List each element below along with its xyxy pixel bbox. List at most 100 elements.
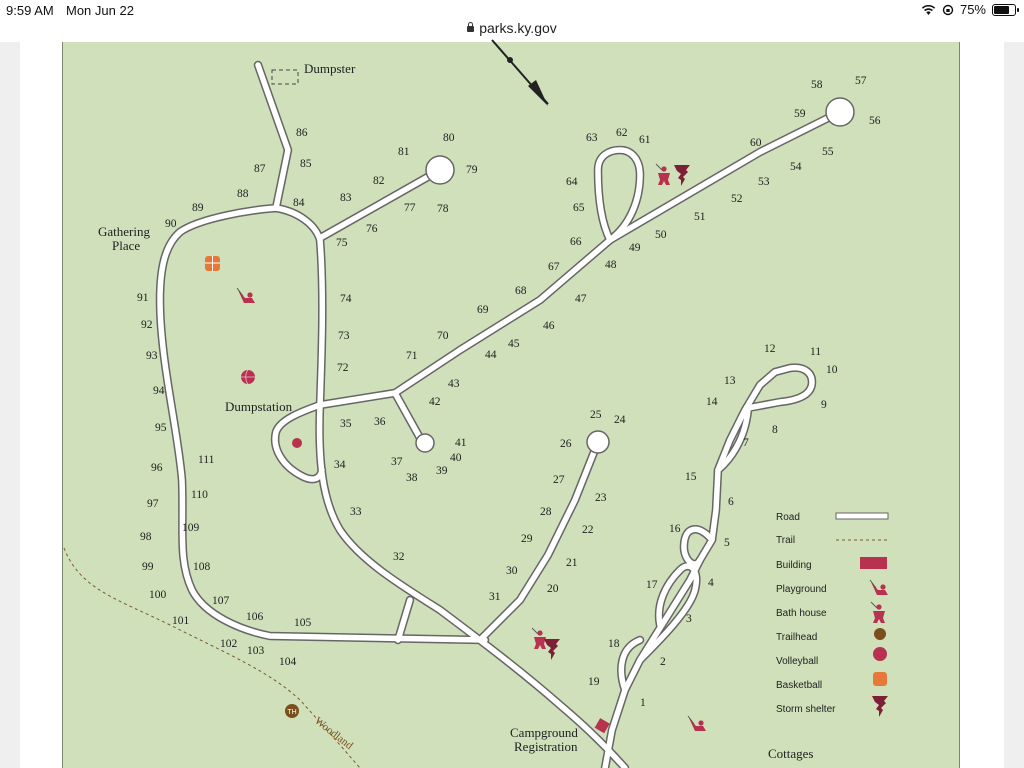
site-72-label[interactable]: 72 [337, 362, 349, 374]
site-96-label[interactable]: 96 [151, 462, 163, 474]
site-79-label[interactable]: 79 [466, 164, 478, 176]
site-60-label[interactable]: 60 [750, 137, 762, 149]
site-29-label[interactable]: 29 [521, 533, 533, 545]
site-85-label[interactable]: 85 [300, 158, 312, 170]
site-32-label[interactable]: 32 [393, 551, 405, 563]
site-70-label[interactable]: 70 [437, 330, 449, 342]
site-106-label[interactable]: 106 [246, 611, 264, 623]
site-67-label[interactable]: 67 [548, 261, 560, 273]
site-98-label[interactable]: 98 [140, 531, 152, 543]
site-59-label[interactable]: 59 [794, 108, 806, 120]
site-50-label[interactable]: 50 [655, 229, 667, 241]
site-18-label[interactable]: 18 [608, 638, 620, 650]
site-25-label[interactable]: 25 [590, 409, 602, 421]
site-64-label[interactable]: 64 [566, 176, 578, 188]
site-49-label[interactable]: 49 [629, 242, 641, 254]
site-39-label[interactable]: 39 [436, 465, 448, 477]
site-30-label[interactable]: 30 [506, 565, 518, 577]
site-48-label[interactable]: 48 [605, 259, 617, 271]
address-display[interactable]: parks.ky.gov [0, 20, 1024, 36]
site-14-label[interactable]: 14 [706, 396, 718, 408]
site-95-label[interactable]: 95 [155, 422, 167, 434]
site-73-label[interactable]: 73 [338, 330, 350, 342]
site-2-label[interactable]: 2 [660, 656, 666, 668]
site-71-label[interactable]: 71 [406, 350, 418, 362]
site-69-label[interactable]: 69 [477, 304, 489, 316]
site-53-label[interactable]: 53 [758, 176, 770, 188]
site-55-label[interactable]: 55 [822, 146, 834, 158]
site-22-label[interactable]: 22 [582, 524, 594, 536]
site-3-label[interactable]: 3 [686, 613, 692, 625]
site-99-label[interactable]: 99 [142, 561, 154, 573]
site-93-label[interactable]: 93 [146, 350, 158, 362]
site-75-label[interactable]: 75 [336, 237, 348, 249]
site-58-label[interactable]: 58 [811, 79, 823, 91]
site-103-label[interactable]: 103 [247, 645, 265, 657]
site-104-label[interactable]: 104 [279, 656, 297, 668]
site-40-label[interactable]: 40 [450, 452, 462, 464]
site-102-label[interactable]: 102 [220, 638, 238, 650]
site-87-label[interactable]: 87 [254, 163, 266, 175]
site-46-label[interactable]: 46 [543, 320, 555, 332]
site-65-label[interactable]: 65 [573, 202, 585, 214]
site-43-label[interactable]: 43 [448, 378, 460, 390]
site-21-label[interactable]: 21 [566, 557, 578, 569]
site-81-label[interactable]: 81 [398, 146, 410, 158]
site-105-label[interactable]: 105 [294, 617, 312, 629]
site-45-label[interactable]: 45 [508, 338, 520, 350]
site-44-label[interactable]: 44 [485, 349, 497, 361]
site-6-label[interactable]: 6 [728, 496, 734, 508]
site-10-label[interactable]: 10 [826, 364, 838, 376]
site-88-label[interactable]: 88 [237, 188, 249, 200]
site-7-label[interactable]: 7 [743, 437, 749, 449]
site-11-label[interactable]: 11 [810, 346, 821, 358]
site-111-label[interactable]: 111 [198, 454, 215, 466]
site-33-label[interactable]: 33 [350, 506, 362, 518]
site-100-label[interactable]: 100 [149, 589, 167, 601]
site-83-label[interactable]: 83 [340, 192, 352, 204]
site-90-label[interactable]: 90 [165, 218, 177, 230]
site-82-label[interactable]: 82 [373, 175, 385, 187]
site-62-label[interactable]: 62 [616, 127, 628, 139]
site-26-label[interactable]: 26 [560, 438, 572, 450]
site-8-label[interactable]: 8 [772, 424, 778, 436]
site-13-label[interactable]: 13 [724, 375, 736, 387]
site-38-label[interactable]: 38 [406, 472, 418, 484]
site-34-label[interactable]: 34 [334, 459, 346, 471]
site-1-label[interactable]: 1 [640, 697, 646, 709]
site-77-label[interactable]: 77 [404, 202, 416, 214]
site-76-label[interactable]: 76 [366, 223, 378, 235]
site-107-label[interactable]: 107 [212, 595, 230, 607]
site-5-label[interactable]: 5 [724, 537, 730, 549]
site-74-label[interactable]: 74 [340, 293, 352, 305]
site-80-label[interactable]: 80 [443, 132, 455, 144]
site-66-label[interactable]: 66 [570, 236, 582, 248]
site-28-label[interactable]: 28 [540, 506, 552, 518]
site-51-label[interactable]: 51 [694, 211, 706, 223]
site-97-label[interactable]: 97 [147, 498, 159, 510]
site-12-label[interactable]: 12 [764, 343, 776, 355]
site-91-label[interactable]: 91 [137, 292, 149, 304]
site-31-label[interactable]: 31 [489, 591, 501, 603]
browser-address-bar[interactable]: parks.ky.gov [0, 18, 1024, 43]
site-9-label[interactable]: 9 [821, 399, 827, 411]
site-78-label[interactable]: 78 [437, 203, 449, 215]
site-109-label[interactable]: 109 [182, 522, 200, 534]
site-16-label[interactable]: 16 [669, 523, 681, 535]
site-19-label[interactable]: 19 [588, 676, 600, 688]
site-36-label[interactable]: 36 [374, 416, 386, 428]
site-86-label[interactable]: 86 [296, 127, 308, 139]
site-41-label[interactable]: 41 [455, 437, 467, 449]
site-35-label[interactable]: 35 [340, 418, 352, 430]
site-57-label[interactable]: 57 [855, 75, 867, 87]
site-63-label[interactable]: 63 [586, 132, 598, 144]
site-52-label[interactable]: 52 [731, 193, 743, 205]
site-47-label[interactable]: 47 [575, 293, 587, 305]
site-68-label[interactable]: 68 [515, 285, 527, 297]
site-27-label[interactable]: 27 [553, 474, 565, 486]
site-24-label[interactable]: 24 [614, 414, 626, 426]
site-110-label[interactable]: 110 [191, 489, 208, 501]
site-37-label[interactable]: 37 [391, 456, 403, 468]
site-17-label[interactable]: 17 [646, 579, 658, 591]
